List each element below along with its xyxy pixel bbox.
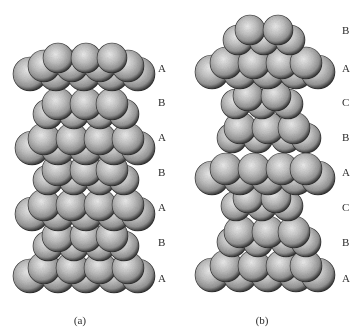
panel-a-layer-label: B bbox=[158, 97, 165, 109]
sphere-atom bbox=[238, 153, 270, 185]
sphere-atom bbox=[263, 15, 293, 45]
panel-b-layer-label: A bbox=[342, 167, 350, 179]
sphere-atom bbox=[96, 88, 128, 120]
panel-b-layer-label: A bbox=[342, 273, 350, 285]
panel-a-layer-labels: A B A B A B A bbox=[158, 63, 166, 285]
panel-b-layer-label: A bbox=[342, 63, 350, 75]
panel-a-layer-label: A bbox=[158, 202, 166, 214]
panel-b-caption: (b) bbox=[256, 315, 269, 327]
sphere-atom bbox=[278, 216, 310, 248]
panel-a-layer-label: A bbox=[158, 63, 166, 75]
panel-a-caption: (a) bbox=[74, 315, 87, 327]
sphere-atom bbox=[97, 43, 127, 73]
sphere-atom bbox=[290, 153, 322, 185]
panel-a-layer-label: B bbox=[158, 237, 165, 249]
panel-b-layer-labels: B A C B A C B A bbox=[342, 25, 350, 285]
panel-b-ccp-stack bbox=[195, 15, 335, 292]
sphere-atom bbox=[224, 216, 256, 248]
sphere-atom bbox=[71, 43, 101, 73]
panel-b-layer-label: B bbox=[342, 237, 349, 249]
panel-a-layer-label: A bbox=[158, 273, 166, 285]
panel-b-layer-label: C bbox=[342, 202, 349, 214]
panel-b-layer-label: B bbox=[342, 132, 349, 144]
panel-a-hcp-stack bbox=[13, 43, 155, 293]
panel-b-layer-label: B bbox=[342, 25, 349, 37]
panel-a-layer-label: A bbox=[158, 132, 166, 144]
sphere-atom bbox=[210, 153, 242, 185]
sphere-atom bbox=[42, 88, 74, 120]
panel-a-layer-label: B bbox=[158, 167, 165, 179]
sphere-atom bbox=[235, 15, 265, 45]
panel-b-layer-label: C bbox=[342, 97, 349, 109]
sphere-atom bbox=[43, 43, 73, 73]
